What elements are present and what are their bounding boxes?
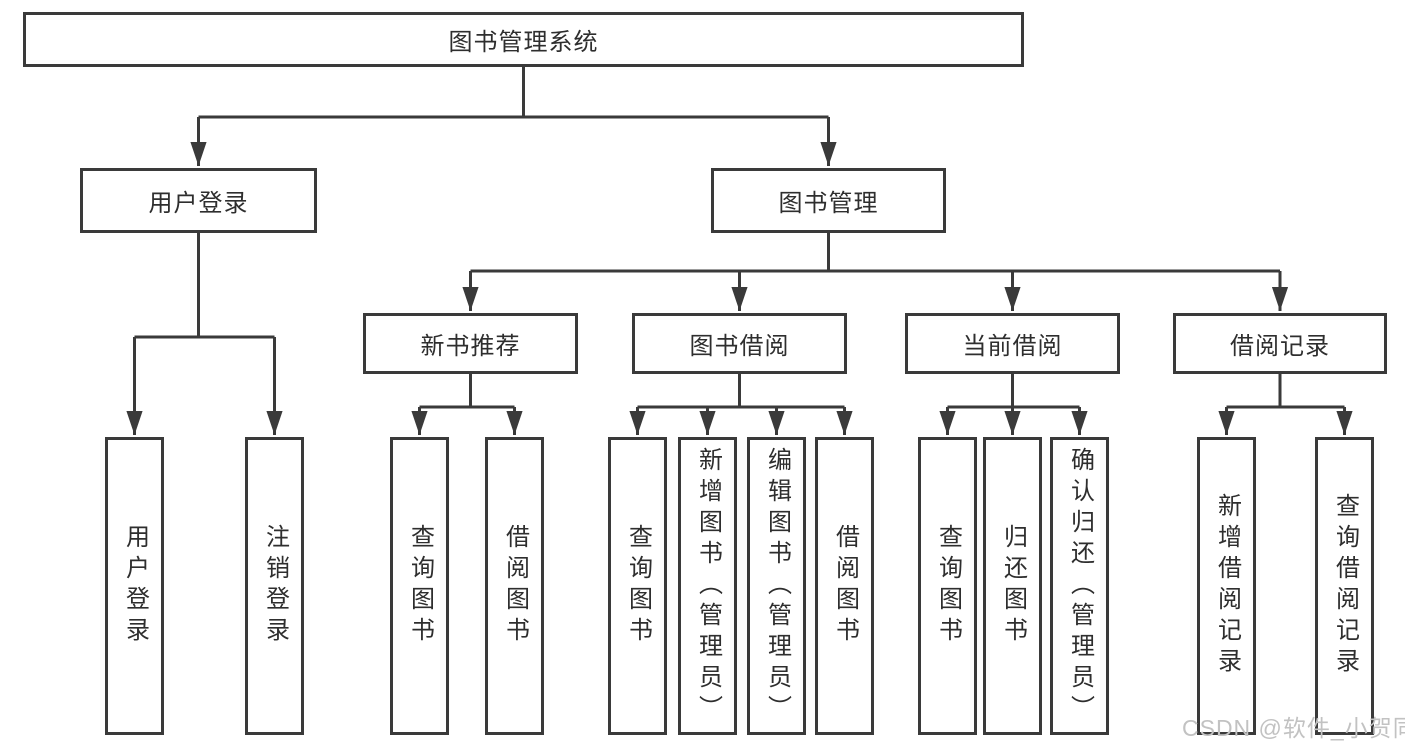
node-label: 归还图书 — [999, 524, 1027, 648]
connector-root-to-level1 — [190, 67, 837, 166]
connector-book-management-children — [462, 233, 1289, 311]
node-label: 新书推荐 — [420, 333, 521, 360]
node-label: 查询图书 — [934, 524, 962, 648]
node-label: 用户登录 — [121, 524, 149, 648]
node-label: 确认归还（管理员） — [1066, 446, 1094, 726]
leaf-query-borrow-record: 查询借阅记录 — [1315, 437, 1374, 735]
leaf-borrow-books-borrowing: 借阅图书 — [815, 437, 874, 735]
connector-new-book-recommendation-children — [411, 374, 523, 435]
leaf-return-books: 归还图书 — [983, 437, 1042, 735]
leaf-logout: 注销登录 — [245, 437, 304, 735]
node-label: 注销登录 — [261, 524, 289, 648]
node-label: 借阅图书 — [501, 524, 529, 648]
node-label: 查询借阅记录 — [1331, 493, 1359, 679]
node-label: 编辑图书（管理员） — [763, 446, 791, 726]
leaf-borrow-books-recommend: 借阅图书 — [485, 437, 544, 735]
connector-borrowing-records-children — [1218, 374, 1353, 435]
leaf-add-borrow-record: 新增借阅记录 — [1197, 437, 1256, 735]
leaf-add-books-admin: 新增图书（管理员） — [678, 437, 737, 735]
node-current-borrowing: 当前借阅 — [905, 313, 1120, 374]
node-book-management: 图书管理 — [711, 168, 946, 233]
node-label: 当前借阅 — [962, 333, 1063, 360]
leaf-confirm-return-admin: 确认归还（管理员） — [1050, 437, 1109, 735]
node-book-borrowing: 图书借阅 — [632, 313, 847, 374]
node-label: 借阅记录 — [1230, 333, 1330, 360]
node-label: 图书管理系统 — [448, 29, 599, 56]
node-label: 图书借阅 — [689, 333, 790, 360]
leaf-query-books-recommend: 查询图书 — [390, 437, 449, 735]
node-new-book-recommendation: 新书推荐 — [363, 313, 578, 374]
leaf-query-books-borrowing: 查询图书 — [608, 437, 667, 735]
node-borrowing-records: 借阅记录 — [1173, 313, 1387, 374]
leaf-query-books-current: 查询图书 — [918, 437, 977, 735]
node-label: 用户登录 — [148, 190, 249, 217]
node-label: 查询图书 — [406, 524, 434, 648]
leaf-edit-books-admin: 编辑图书（管理员） — [747, 437, 806, 735]
node-library-management-system: 图书管理系统 — [23, 12, 1024, 67]
connector-user-login-children — [126, 233, 283, 435]
node-label: 借阅图书 — [831, 524, 859, 648]
connector-current-borrowing-children — [939, 374, 1088, 435]
connector-book-borrowing-children — [629, 374, 853, 435]
watermark: CSDN @软件_小贺同学 — [1182, 715, 1405, 741]
node-label: 新增图书（管理员） — [694, 446, 722, 726]
node-label: 图书管理 — [778, 190, 879, 217]
node-label: 查询图书 — [624, 524, 652, 648]
leaf-user-login: 用户登录 — [105, 437, 164, 735]
node-label: 新增借阅记录 — [1213, 493, 1241, 679]
node-user-login: 用户登录 — [80, 168, 317, 233]
